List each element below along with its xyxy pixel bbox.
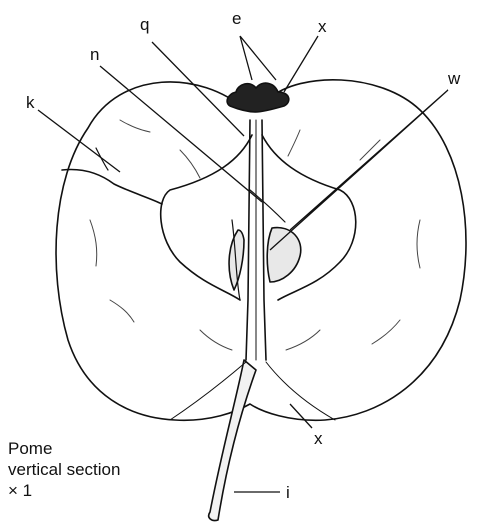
label-e: e [232,9,241,28]
label-i: i [286,483,290,502]
core-outline [161,135,356,300]
leader-w [270,90,448,250]
leader-e [240,36,276,80]
fruit-outline [56,80,466,420]
skin-ridge [62,170,162,204]
caption-line-2: vertical section [8,459,120,480]
caption: Pome vertical section × 1 [8,438,120,501]
seed-right [267,228,301,282]
label-x-bottom: x [314,429,323,448]
leader-k [38,110,120,172]
label-q: q [140,15,149,34]
leader-n [100,66,262,202]
label-w: w [447,69,461,88]
stalk [209,360,256,521]
leader-x-bottom [290,404,312,428]
label-k: k [26,93,35,112]
label-n: n [90,45,99,64]
caption-line-3: × 1 [8,480,120,501]
caption-line-1: Pome [8,438,120,459]
label-x-top: x [318,17,327,36]
calyx [227,83,289,112]
seed-left [229,230,244,290]
